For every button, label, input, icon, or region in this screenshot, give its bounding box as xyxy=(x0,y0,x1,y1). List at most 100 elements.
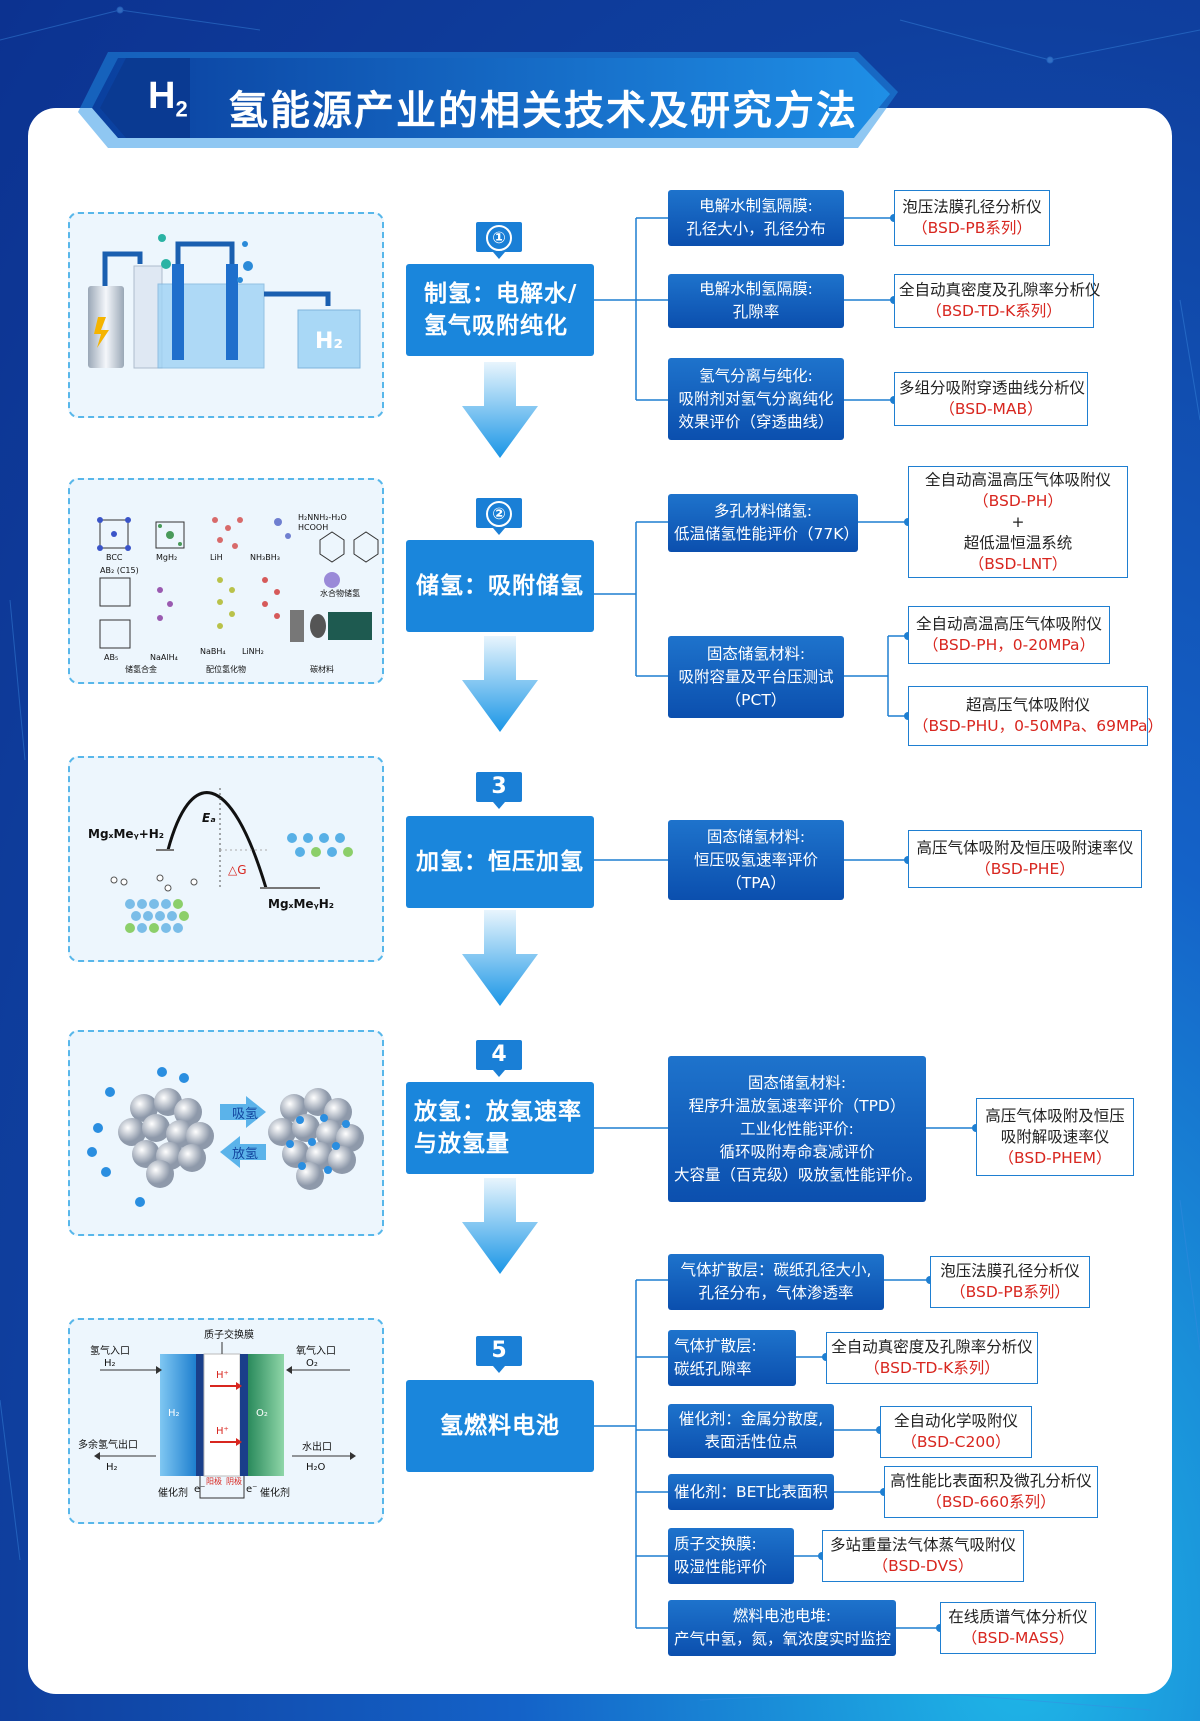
topic-line: 气体扩散层: xyxy=(674,1337,757,1355)
instrument-name: 多组分吸附穿透曲线分析仪 xyxy=(899,379,1086,397)
topic-line: 程序升温放氢速率评价（TPD） xyxy=(688,1096,906,1115)
svg-text:质子交换膜: 质子交换膜 xyxy=(204,1328,254,1341)
stage-hydrogen-release: 放氢：放氢速率 与放氢量 xyxy=(406,1082,594,1174)
plus-sign: + xyxy=(1011,512,1025,531)
step-number-5: 5 xyxy=(476,1336,522,1373)
instrument-bsd-td-k-1[interactable]: 全自动真密度及孔隙率分析仪（BSD-TD-K系列） xyxy=(894,274,1101,328)
topic-line: 孔隙率 xyxy=(732,303,780,321)
instrument-model: （BSD-PB系列） xyxy=(950,1283,1070,1301)
topic-line: 固态储氢材料: xyxy=(706,644,806,663)
instrument-model: （BSD-PH，0-20MPa） xyxy=(923,636,1095,654)
stage-fuel-cell: 氢燃料电池 xyxy=(406,1380,594,1472)
instrument-bsd-phem[interactable]: 高压气体吸附及恒压吸附解吸速率仪 （BSD-PHEM） xyxy=(976,1098,1134,1176)
instrument-name: 泡压法膜孔径分析仪 xyxy=(902,198,1042,216)
topic-catalyst-bet: 催化剂：BET比表面积 xyxy=(668,1474,834,1510)
svg-text:H⁺: H⁺ xyxy=(216,1370,229,1381)
electrolysis-illustration: H₂ xyxy=(68,212,384,418)
svg-text:AB₂ (C15): AB₂ (C15) xyxy=(100,566,139,575)
instrument-model: （BSD-TD-K系列） xyxy=(864,1359,1000,1377)
instrument-model: （BSD-MAB） xyxy=(939,400,1043,418)
storage-drawing: BCC MgH₂ LiH NH₃BH₃ H₂NNH₂-H₂O HCOOH AB₂… xyxy=(97,513,379,674)
instrument-bsd-c200[interactable]: 全自动化学吸附仪（BSD-C200） xyxy=(880,1406,1032,1458)
stage-line: 氢气吸附纯化 xyxy=(424,313,568,339)
topic-line: 催化剂：BET比表面积 xyxy=(674,1482,828,1501)
activation-energy-label: Eₐ xyxy=(202,811,216,825)
topic-line: 恒压吸氢速率评价 xyxy=(693,850,818,869)
instrument-bsd-660[interactable]: 高性能比表面积及微孔分析仪（BSD-660系列） xyxy=(884,1466,1098,1518)
down-arrow-2 xyxy=(462,636,538,732)
instrument-model: （BSD-PH） xyxy=(973,491,1063,510)
instrument-bsd-mass[interactable]: 在线质谱气体分析仪（BSD-MASS） xyxy=(940,1602,1096,1654)
instrument-model: （BSD-C200） xyxy=(901,1433,1011,1451)
instrument-model: （BSD-DVS） xyxy=(872,1557,974,1575)
instrument-model: （BSD-TD-K系列） xyxy=(926,302,1062,320)
step-number-2: ② xyxy=(476,498,522,535)
topic-line: 碳纸孔隙率 xyxy=(674,1360,752,1378)
release-drawing: 吸氢 放氢 xyxy=(87,1067,364,1207)
instrument-bsd-phu[interactable]: 超高压气体吸附仪（BSD-PHU，0-50MPa、69MPa） xyxy=(908,686,1163,746)
instrument-model: （BSD-MASS） xyxy=(961,1629,1075,1647)
topic-line: 效果评价（穿透曲线） xyxy=(678,412,834,431)
instrument-model: （BSD-LNT） xyxy=(968,554,1068,573)
svg-text:e⁻: e⁻ xyxy=(194,1484,205,1495)
instrument-model: （BSD-PHEM） xyxy=(998,1148,1112,1167)
topic-gdl-pore-size: 气体扩散层：碳纸孔径大小,孔径分布，气体渗透率 xyxy=(668,1254,884,1310)
svg-text:BCC: BCC xyxy=(106,553,123,562)
lightning-icon xyxy=(94,317,109,348)
topic-solid-storage-tpa: 固态储氢材料: 恒压吸氢速率评价 （TPA） xyxy=(668,820,844,900)
energy-illustration: Eₐ △G MgₓMeᵧ+H₂ MgₓMeᵧH₂ xyxy=(68,756,384,962)
instrument-bsd-ph-20mpa[interactable]: 全自动高温高压气体吸附仪（BSD-PH，0-20MPa） xyxy=(908,606,1110,664)
svg-text:AB₅: AB₅ xyxy=(104,653,118,662)
svg-text:碳材料: 碳材料 xyxy=(310,664,334,674)
h2-logo: H2 xyxy=(148,75,188,122)
svg-text:H₂: H₂ xyxy=(168,1408,180,1419)
instrument-name: 吸附解吸速率仪 xyxy=(1000,1127,1110,1146)
instrument-bsd-mab[interactable]: 多组分吸附穿透曲线分析仪 （BSD-MAB） xyxy=(894,372,1088,426)
instrument-name: 高压气体吸附及恒压 xyxy=(985,1106,1125,1125)
fuel-cell-illustration: 质子交换膜 氢气入口 H₂ 氧气入口 O₂ 多余氢气出口 H₂ 水出口 H₂O … xyxy=(68,1318,384,1524)
stage-hydrogen-refueling: 加氢：恒压加氢 xyxy=(406,816,594,908)
electrolysis-drawing: H₂ xyxy=(88,234,361,369)
topic-line: （TPA） xyxy=(726,873,786,892)
topic-line: 孔径大小，孔径分布 xyxy=(686,220,826,238)
svg-text:LiNH₂: LiNH₂ xyxy=(242,647,264,656)
instrument-name: 高性能比表面积及微孔分析仪 xyxy=(890,1472,1092,1490)
instrument-bsd-phe[interactable]: 高压气体吸附及恒压吸附速率仪 （BSD-PHE） xyxy=(908,830,1142,888)
topic-line: 燃料电池电堆: xyxy=(732,1607,832,1625)
svg-text:氢气入口: 氢气入口 xyxy=(90,1344,130,1357)
h2-tank-label: H₂ xyxy=(315,329,343,354)
release-illustration: 吸氢 放氢 xyxy=(68,1030,384,1236)
down-arrow-4 xyxy=(462,1178,538,1274)
topic-line: 产气中氢，氮，氧浓度实时监控 xyxy=(674,1630,892,1648)
title-banner xyxy=(78,52,898,148)
svg-text:NH₃BH₃: NH₃BH₃ xyxy=(250,553,280,562)
svg-text:储氢合金: 储氢合金 xyxy=(125,664,157,674)
topic-line: 大容量（百克级）吸放氢性能评价。 xyxy=(674,1165,923,1184)
topic-line: 吸湿性能评价 xyxy=(674,1558,768,1576)
stage-hydrogen-storage: 储氢：吸附储氢 xyxy=(406,540,594,632)
step-number-1: ① xyxy=(476,222,522,259)
topic-line: 工业化性能评价: xyxy=(740,1119,854,1138)
instrument-bsd-pb-2[interactable]: 泡压法膜孔径分析仪（BSD-PB系列） xyxy=(930,1256,1090,1308)
svg-text:LiH: LiH xyxy=(210,553,223,562)
instrument-bsd-dvs[interactable]: 多站重量法气体蒸气吸附仪（BSD-DVS） xyxy=(822,1530,1024,1582)
release-label: 放氢 xyxy=(232,1147,258,1162)
stage-line: 储氢：吸附储氢 xyxy=(416,573,584,599)
topic-membrane-porosity: 电解水制氢隔膜:孔隙率 xyxy=(668,274,844,328)
stage-line: 放氢：放氢速率 xyxy=(414,1099,582,1125)
energy-drawing: Eₐ △G MgₓMeᵧ+H₂ MgₓMeᵧH₂ xyxy=(88,788,353,933)
svg-text:HCOOH: HCOOH xyxy=(298,523,328,532)
svg-text:水合物储氢: 水合物储氢 xyxy=(320,588,360,598)
instrument-name: 超低温恒温系统 xyxy=(963,533,1073,552)
instrument-bsd-pb-1[interactable]: 泡压法膜孔径分析仪（BSD-PB系列） xyxy=(894,190,1050,246)
reactant-label: MgₓMeᵧ+H₂ xyxy=(88,827,164,841)
stage-hydrogen-production: 制氢：电解水/ 氢气吸附纯化 xyxy=(406,264,594,356)
instrument-model: （BSD-PHE） xyxy=(975,860,1075,878)
svg-text:氧气入口: 氧气入口 xyxy=(296,1344,336,1357)
stage-line: 制氢：电解水/ xyxy=(424,281,578,307)
topic-line: 固态储氢材料: xyxy=(706,827,806,846)
instrument-bsd-ph-lnt[interactable]: 全自动高温高压气体吸附仪 （BSD-PH） + 超低温恒温系统 （BSD-LNT… xyxy=(908,466,1128,578)
instrument-bsd-td-k-2[interactable]: 全自动真密度及孔隙率分析仪（BSD-TD-K系列） xyxy=(826,1332,1038,1384)
topic-line: 电解水制氢隔膜: xyxy=(699,197,813,215)
instrument-name: 高压气体吸附及恒压吸附速率仪 xyxy=(916,839,1134,857)
